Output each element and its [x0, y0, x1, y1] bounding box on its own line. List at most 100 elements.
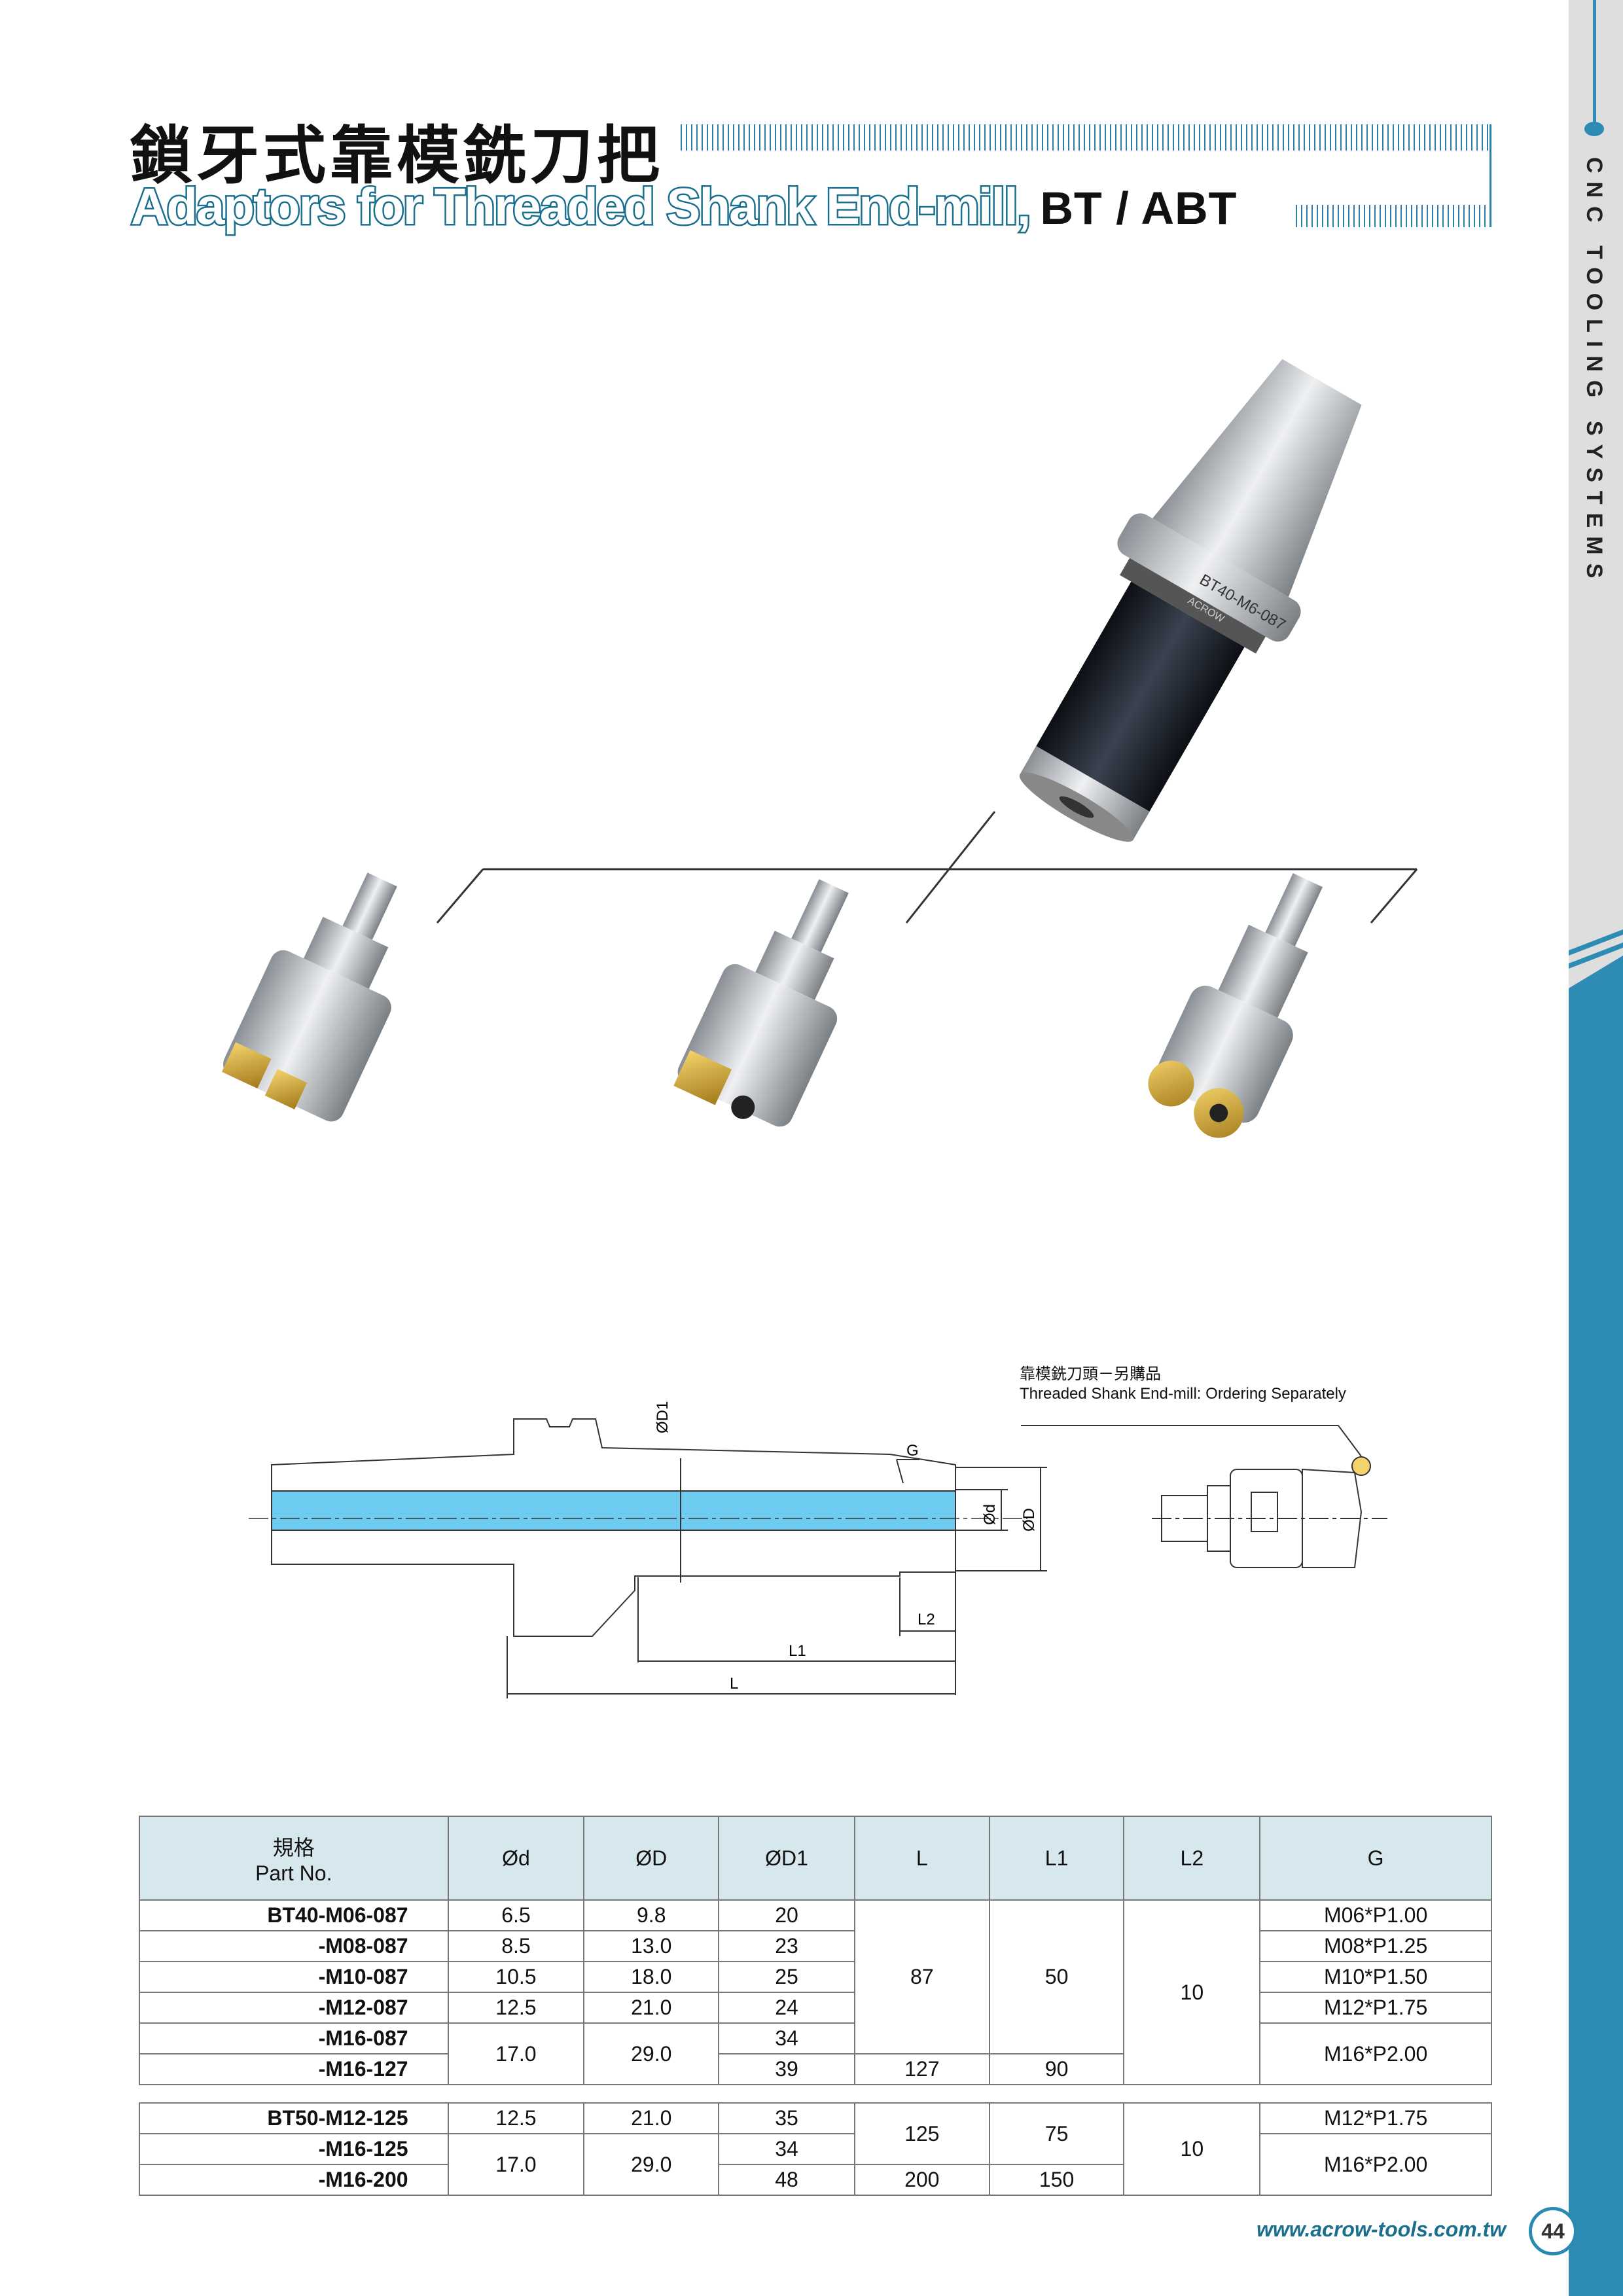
- connector-lines: [436, 811, 1418, 924]
- page-title-chinese: 鎖牙式靠模銑刀把: [130, 119, 664, 192]
- header-L: L: [853, 1816, 990, 1901]
- cell-D1: 34: [718, 2133, 855, 2165]
- cell-L: 200: [853, 2164, 990, 2196]
- cell-D1: 25: [718, 1961, 855, 1993]
- cell-L1: 75: [988, 2102, 1125, 2165]
- cell-D: 13.0: [583, 1930, 720, 1962]
- cell-D1: 24: [718, 1992, 855, 2024]
- cell-d: 12.5: [447, 2102, 585, 2134]
- decorative-stripes-bottom: [1296, 205, 1492, 227]
- cell-D: 21.0: [583, 2102, 720, 2134]
- website-link[interactable]: www.acrow-tools.com.tw: [1257, 2217, 1507, 2241]
- cell-d: 17.0: [447, 2022, 585, 2085]
- sidebar-blue-band: [1569, 929, 1623, 2296]
- cell-D: 29.0: [583, 2022, 720, 2085]
- cell-part: -M16-127: [139, 2053, 449, 2085]
- table-row: -M12-087 12.5 21.0 24 M12*P1.75: [139, 1992, 1492, 2024]
- table-row: -M16-125 17.0 29.0 34 M16*P2.00: [139, 2133, 1492, 2196]
- cell-part: -M16-125: [139, 2133, 449, 2165]
- cell-d: 10.5: [447, 1961, 585, 1993]
- cell-G: M08*P1.25: [1259, 1930, 1492, 1962]
- cell-D1: 39: [718, 2053, 855, 2085]
- cell-part: -M10-087: [139, 1961, 449, 1993]
- cell-D: 18.0: [583, 1961, 720, 1993]
- product-illustrations: BT40-M6-087 ACROW: [221, 359, 1418, 1138]
- cell-D1: 35: [718, 2102, 855, 2134]
- end-mill-side-view: [1021, 1425, 1387, 1568]
- table-row: BT50-M12-125 12.5 21.0 35 125 75 10 M12*…: [139, 2102, 1492, 2196]
- divider: [1489, 124, 1491, 227]
- header-L1: L1: [988, 1816, 1125, 1901]
- label-L1: L1: [789, 1642, 806, 1660]
- cell-D1: 20: [718, 1899, 855, 1931]
- cell-G: M12*P1.75: [1259, 2102, 1492, 2134]
- cell-part: -M16-087: [139, 2022, 449, 2054]
- table-row: -M16-200 48 200 150: [139, 2164, 1491, 2196]
- table-row: -M16-127 39 127 90: [139, 2053, 1491, 2085]
- cell-d: 17.0: [447, 2133, 585, 2196]
- decorative-stripes-top: [681, 124, 1492, 151]
- label-G: G: [906, 1442, 919, 1460]
- technical-drawing: ØD1 G Ød ØD L2 L1 L: [249, 1401, 1387, 1698]
- sidebar-dot-icon: [1584, 122, 1604, 136]
- cell-part: -M08-087: [139, 1930, 449, 1962]
- cell-part: -M16-200: [139, 2164, 449, 2196]
- cell-d: 6.5: [447, 1899, 585, 1931]
- cell-L: 127: [853, 2053, 990, 2085]
- page-title-english: Adaptors for Threaded Shank End-mill,BT …: [130, 176, 1238, 237]
- label-d: Ød: [981, 1504, 999, 1525]
- cell-G: M06*P1.00: [1259, 1899, 1492, 1931]
- tool-holder-image: BT40-M6-087 ACROW: [1019, 359, 1362, 842]
- header-D1: ØD1: [718, 1816, 855, 1901]
- cell-G: M12*P1.75: [1259, 1992, 1492, 2024]
- title-suffix: BT / ABT: [1040, 183, 1238, 234]
- cell-L1: 50: [988, 1899, 1125, 2054]
- cell-D1: 23: [718, 1930, 855, 1962]
- cell-G: M16*P2.00: [1259, 2022, 1492, 2085]
- label-D: ØD: [1020, 1508, 1038, 1532]
- cell-D1: 34: [718, 2022, 855, 2054]
- table-row: -M16-087 17.0 29.0 34 M16*P2.00: [139, 2022, 1492, 2085]
- sidebar-label-text: CNC TOOLING SYSTEMS: [1581, 157, 1607, 587]
- cell-L: 125: [853, 2102, 990, 2165]
- note-chinese: 靠模銑刀頭－另購品: [1020, 1365, 1161, 1383]
- cell-G: M16*P2.00: [1259, 2133, 1492, 2196]
- table-row: -M08-087 8.5 13.0 23 M08*P1.25: [139, 1930, 1492, 1962]
- table-row: -M10-087 10.5 18.0 25 M10*P1.50: [139, 1961, 1492, 1993]
- ordering-note: 靠模銑刀頭－另購品 Threaded Shank End-mill: Order…: [1020, 1365, 1346, 1404]
- cell-D: 21.0: [583, 1992, 720, 2024]
- header-L2: L2: [1123, 1816, 1261, 1901]
- cell-d: 8.5: [447, 1930, 585, 1962]
- cell-part: BT50-M12-125: [139, 2102, 449, 2134]
- cell-D: 29.0: [583, 2133, 720, 2196]
- end-mill-image-1: [221, 872, 397, 1122]
- spec-table-bt50: BT50-M12-125 12.5 21.0 35 125 75 10 M12*…: [139, 2102, 1492, 2196]
- end-mill-image-2: [673, 879, 849, 1127]
- label-L2: L2: [918, 1611, 935, 1628]
- cell-G: M10*P1.50: [1259, 1961, 1492, 1993]
- cell-D1: 48: [718, 2164, 855, 2196]
- sidebar-line: [1593, 0, 1596, 124]
- cell-L1: 150: [988, 2164, 1125, 2196]
- cell-L: 87: [853, 1899, 990, 2054]
- header-D: ØD: [583, 1816, 720, 1901]
- cell-part: BT40-M06-087: [139, 1899, 449, 1931]
- label-D1: ØD1: [654, 1401, 671, 1433]
- cell-L2: 10: [1123, 1899, 1261, 2085]
- cell-part: -M12-087: [139, 1992, 449, 2024]
- title-english-main: Adaptors for Threaded Shank End-mill,: [130, 176, 1033, 237]
- note-english: Threaded Shank End-mill: Ordering Separa…: [1020, 1385, 1346, 1403]
- cell-D: 9.8: [583, 1899, 720, 1931]
- page-number: 44: [1529, 2207, 1577, 2255]
- end-mill-image-3: [1148, 873, 1323, 1138]
- table-row: BT40-M06-087 6.5 9.8 20 87 50 10 M06*P1.…: [139, 1899, 1492, 2085]
- cell-L2: 10: [1123, 2102, 1261, 2196]
- header-G: G: [1259, 1816, 1492, 1901]
- label-L: L: [730, 1675, 738, 1693]
- cell-L1: 90: [988, 2053, 1125, 2085]
- sidebar-label: CNC TOOLING SYSTEMS: [1569, 157, 1623, 589]
- header-d: Ød: [447, 1816, 585, 1901]
